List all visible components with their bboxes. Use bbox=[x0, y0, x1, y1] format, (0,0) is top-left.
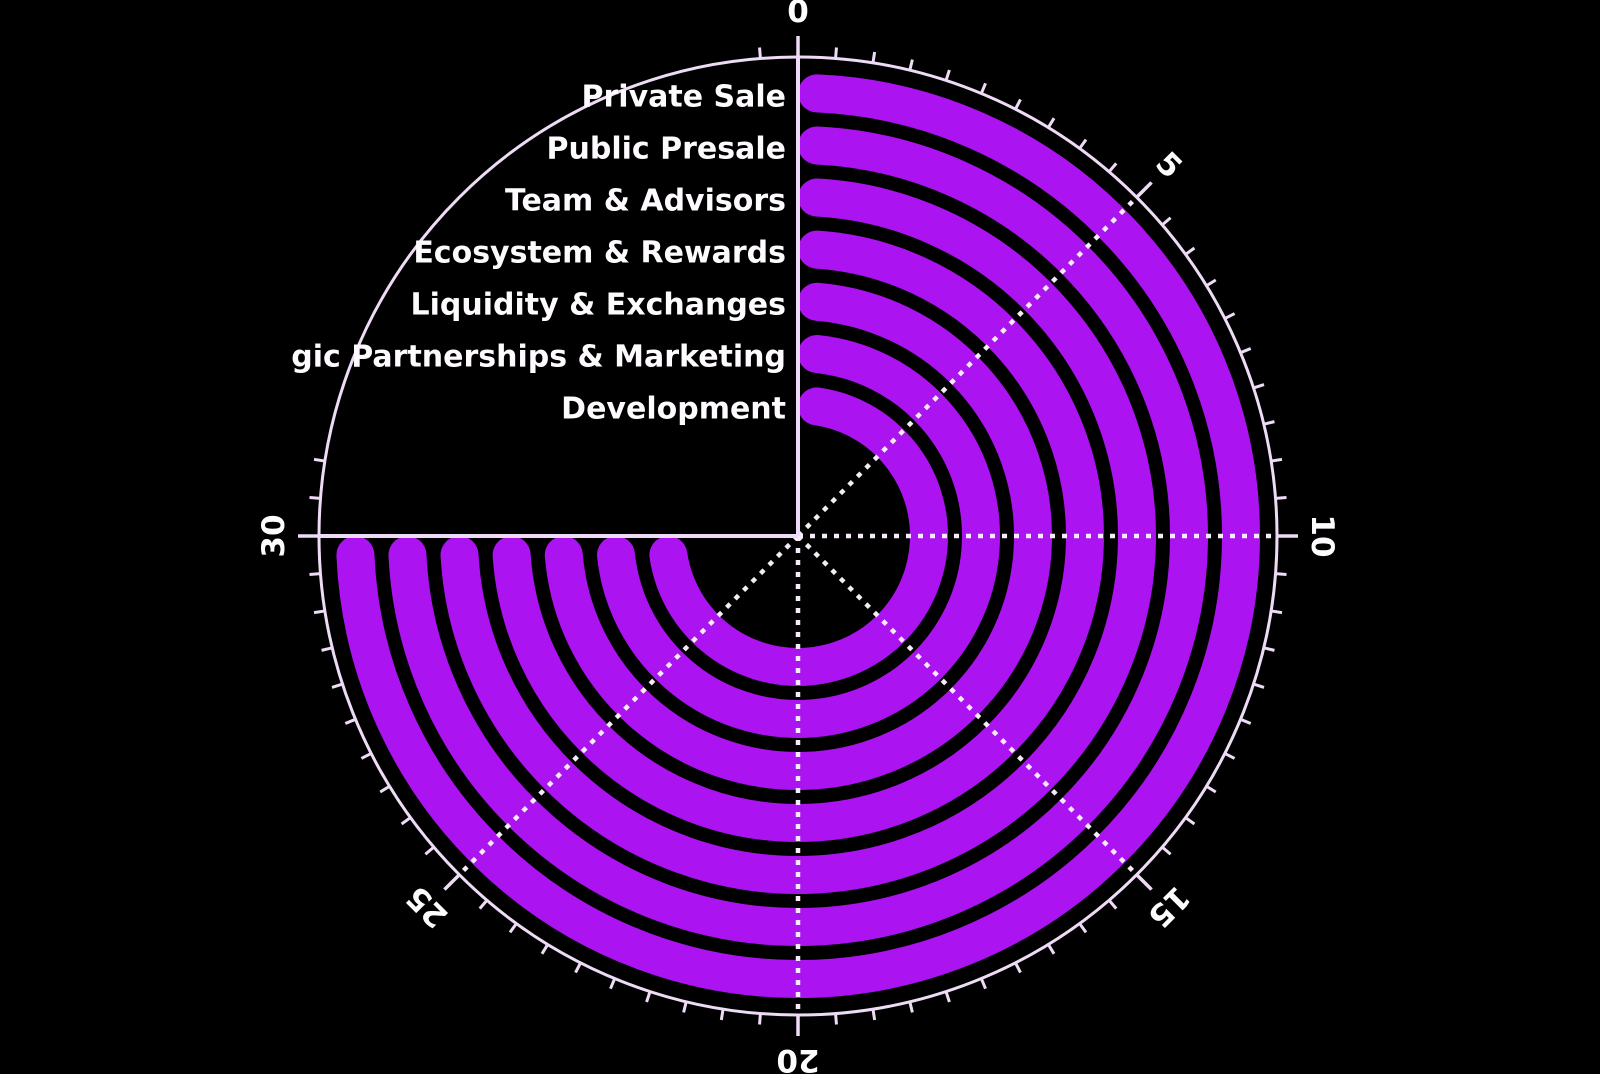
bar-arc-development bbox=[649, 387, 948, 686]
minor-tick bbox=[1263, 420, 1275, 426]
minor-tick bbox=[758, 47, 762, 59]
minor-tick bbox=[478, 899, 489, 910]
minor-tick bbox=[908, 1001, 914, 1013]
minor-tick bbox=[1107, 899, 1118, 910]
minor-tick bbox=[508, 922, 518, 934]
minor-tick bbox=[944, 69, 951, 81]
major-tick-25 bbox=[443, 873, 461, 891]
minor-tick bbox=[1161, 216, 1172, 227]
minor-tick bbox=[1224, 752, 1236, 760]
minor-tick bbox=[1239, 717, 1252, 725]
minor-tick bbox=[1224, 312, 1236, 320]
minor-tick bbox=[1014, 98, 1022, 110]
minor-tick bbox=[871, 51, 877, 64]
minor-tick bbox=[758, 1013, 762, 1025]
minor-tick bbox=[944, 991, 951, 1003]
minor-tick bbox=[834, 1013, 838, 1025]
minor-tick bbox=[1270, 609, 1283, 615]
minor-tick bbox=[424, 845, 435, 856]
minor-tick bbox=[834, 47, 838, 59]
minor-tick bbox=[645, 991, 652, 1003]
minor-tick bbox=[719, 1008, 725, 1021]
minor-tick bbox=[400, 816, 412, 826]
minor-tick bbox=[321, 646, 333, 652]
category-label-public-presale: Public Presale bbox=[547, 132, 786, 167]
minor-tick bbox=[1161, 845, 1172, 856]
minor-tick bbox=[979, 977, 987, 990]
category-label-gic-partnerships-marketing: gic Partnerships & Marketing bbox=[291, 340, 786, 375]
minor-tick bbox=[1107, 162, 1118, 173]
minor-tick bbox=[1263, 646, 1275, 652]
minor-tick bbox=[331, 682, 343, 689]
minor-tick bbox=[379, 784, 391, 794]
minor-tick bbox=[979, 82, 987, 95]
minor-tick bbox=[1275, 496, 1287, 500]
minor-tick bbox=[1270, 457, 1283, 463]
minor-tick bbox=[1046, 117, 1056, 129]
minor-tick bbox=[908, 59, 914, 71]
category-label-ecosystem-rewards: Ecosystem & Rewards bbox=[413, 236, 786, 271]
minor-tick bbox=[1239, 347, 1252, 355]
minor-tick bbox=[1078, 138, 1088, 150]
angular-tick-label-30: 30 bbox=[256, 514, 292, 557]
angular-tick-label-5: 5 bbox=[1148, 145, 1189, 186]
bar-arc-liquidity-exchanges bbox=[544, 282, 1052, 790]
category-label-private-sale: Private Sale bbox=[582, 80, 786, 115]
grid-spoke-15 bbox=[796, 534, 1139, 877]
minor-tick bbox=[1046, 943, 1056, 955]
minor-tick bbox=[540, 943, 550, 955]
angular-tick-label-0: 0 bbox=[787, 0, 809, 30]
minor-tick bbox=[1275, 572, 1287, 576]
category-label-development: Development bbox=[561, 392, 786, 427]
minor-tick bbox=[360, 752, 372, 760]
minor-tick bbox=[309, 572, 321, 576]
angular-tick-label-20: 20 bbox=[776, 1042, 819, 1074]
minor-tick bbox=[609, 977, 617, 990]
minor-tick bbox=[871, 1008, 877, 1021]
minor-tick bbox=[1205, 278, 1217, 288]
bar-arc-ecosystem-rewards bbox=[492, 230, 1104, 842]
minor-tick bbox=[313, 457, 326, 463]
angular-tick-label-10: 10 bbox=[1304, 514, 1340, 557]
minor-tick bbox=[1078, 922, 1088, 934]
major-tick-5 bbox=[1135, 181, 1153, 199]
minor-tick bbox=[574, 962, 582, 974]
category-label-liquidity-exchanges: Liquidity & Exchanges bbox=[411, 288, 786, 323]
minor-tick bbox=[1184, 816, 1196, 826]
minor-tick bbox=[1253, 682, 1265, 689]
grid-spoke-5 bbox=[796, 195, 1139, 538]
minor-tick bbox=[1184, 246, 1196, 256]
minor-tick bbox=[313, 609, 326, 615]
minor-tick bbox=[1253, 383, 1265, 390]
category-label-team-advisors: Team & Advisors bbox=[505, 184, 786, 219]
minor-tick bbox=[1205, 784, 1217, 794]
bar-arc-private-sale bbox=[336, 74, 1260, 998]
minor-tick bbox=[682, 1001, 688, 1013]
minor-tick bbox=[309, 496, 321, 500]
major-tick-15 bbox=[1135, 873, 1153, 891]
minor-tick bbox=[344, 717, 357, 725]
bar-arc-public-presale bbox=[388, 126, 1208, 946]
grid-spoke-25 bbox=[457, 534, 800, 877]
minor-tick bbox=[1014, 962, 1022, 974]
